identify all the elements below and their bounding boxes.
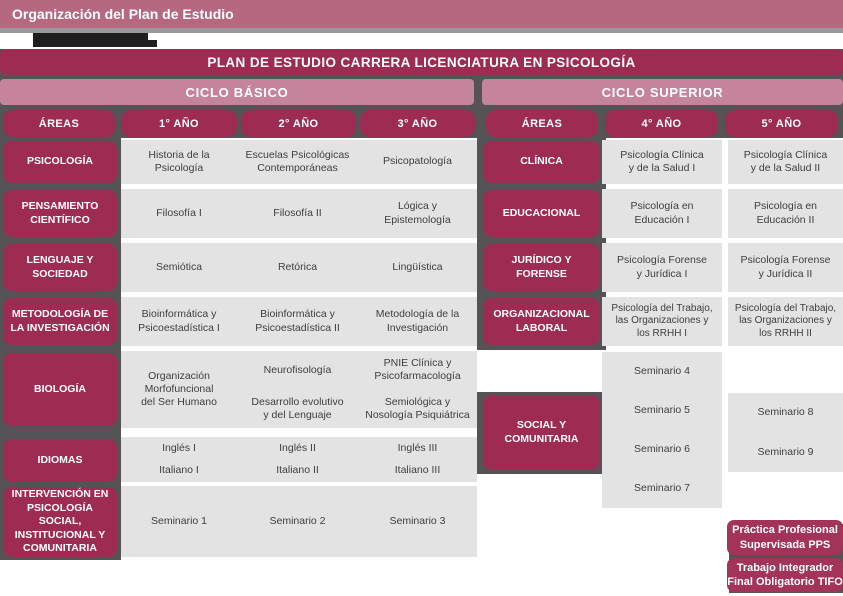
course-cell: Seminario 3 bbox=[389, 514, 446, 527]
course-cell: Psicología del Trabajo, las Organizacion… bbox=[602, 297, 722, 346]
course-cell: Italiano I bbox=[159, 464, 199, 477]
course-cell: Retórica bbox=[277, 260, 318, 273]
course-cell: Semiológica y Nosología Psiquiátrica bbox=[365, 395, 470, 421]
course-cell-stack: Inglés I Italiano I bbox=[121, 437, 237, 482]
pps-box: Práctica Profesional Supervisada PPS bbox=[727, 520, 843, 555]
main-title: PLAN DE ESTUDIO CARRERA LICENCIATURA EN … bbox=[207, 54, 636, 70]
course-cell: Escuelas Psicológicas Contemporáneas bbox=[245, 148, 350, 174]
tifo-box: Trabajo Integrador Final Obligatorio TIF… bbox=[727, 558, 843, 592]
area-box-educacional: EDUCACIONAL bbox=[483, 190, 600, 237]
course-cell: Organización Morfofuncional del Ser Huma… bbox=[141, 369, 217, 409]
courses-row-idiomas: Inglés I Italiano I Inglés II Italiano I… bbox=[121, 437, 477, 482]
area-box-lenguaje-sociedad: LENGUAJE Y SOCIEDAD bbox=[3, 244, 117, 291]
courses-row-seminarios-basico: Seminario 1 Seminario 2 Seminario 3 bbox=[121, 486, 477, 557]
area-box-intervencion: INTERVENCIÓN EN PSICOLOGÍA SOCIAL, INSTI… bbox=[3, 487, 117, 557]
pill-year-3: 3° AÑO bbox=[360, 110, 475, 137]
course-cell: Seminario 1 bbox=[150, 514, 208, 527]
divider-strip bbox=[0, 28, 843, 33]
course-cell: Psicopatología bbox=[383, 155, 452, 168]
course-cell: Historia de la Psicología bbox=[148, 148, 210, 174]
course-cell: Seminario 4 bbox=[633, 364, 691, 377]
course-cell: Filosofía II bbox=[273, 206, 322, 219]
courses-row-lenguaje: Semiótica Retórica Lingüística bbox=[121, 243, 477, 292]
course-cell: Psicología Forense y Jurídica II bbox=[728, 243, 843, 292]
course-cell: Psicología del Trabajo, las Organizacion… bbox=[728, 297, 843, 346]
course-cell-stack: Inglés III Italiano III bbox=[358, 437, 477, 482]
course-cell: Seminario 9 bbox=[757, 445, 814, 458]
course-cell: Seminario 8 bbox=[757, 406, 814, 419]
area-box-organizacional-laboral: ORGANIZACIONAL LABORAL bbox=[483, 298, 600, 345]
course-cell: Inglés II bbox=[279, 441, 316, 454]
course-cell: Lógica y Epistemología bbox=[384, 200, 451, 226]
courses-row-pensamiento: Filosofía I Filosofía II Lógica y Episte… bbox=[121, 189, 477, 238]
course-cell: Metodología de la Investigación bbox=[375, 308, 460, 334]
courses-row-biologia: Organización Morfofuncional del Ser Huma… bbox=[121, 351, 477, 428]
course-cell: PNIE Clínica y Psicofarmacología bbox=[374, 357, 461, 383]
top-bar-title: Organización del Plan de Estudio bbox=[12, 6, 234, 22]
course-cell: Filosofía I bbox=[156, 206, 202, 219]
seminars-column-4: Seminario 4 Seminario 5 Seminario 6 Semi… bbox=[602, 352, 722, 508]
main-title-bar: PLAN DE ESTUDIO CARRERA LICENCIATURA EN … bbox=[0, 49, 843, 75]
course-cell: Psicología Forense y Jurídica I bbox=[602, 243, 722, 292]
pill-year-4: 4° AÑO bbox=[605, 110, 718, 137]
area-box-idiomas: IDIOMAS bbox=[3, 439, 117, 482]
courses-row-metodologia: Bioinformática y Psicoestadística I Bioi… bbox=[121, 297, 477, 346]
area-box-psicologia: PSICOLOGÍA bbox=[3, 141, 117, 183]
course-cell: Seminario 5 bbox=[633, 403, 691, 416]
course-cell: Psicología en Educación II bbox=[728, 189, 843, 238]
course-cell: Psicología Clínica y de la Salud II bbox=[728, 140, 843, 184]
pill-areas-superior: ÁREAS bbox=[486, 110, 598, 137]
redaction-box-tail bbox=[148, 40, 157, 47]
course-cell-stack: Neurofisología Desarrollo evolutivo y de… bbox=[237, 351, 358, 428]
course-cell: Italiano II bbox=[276, 464, 319, 477]
cycle-superior-bar: CICLO SUPERIOR bbox=[482, 79, 843, 105]
course-cell-stack: Inglés II Italiano II bbox=[237, 437, 358, 482]
course-cell: Bioinformática y Psicoestadística I bbox=[138, 308, 220, 334]
area-box-clinica: CLÍNICA bbox=[483, 141, 600, 183]
pill-year-5: 5° AÑO bbox=[725, 110, 838, 137]
area-box-social-comunitaria: SOCIAL Y COMUNITARIA bbox=[483, 395, 600, 470]
course-cell: Seminario 7 bbox=[633, 481, 691, 494]
top-bar: Organización del Plan de Estudio bbox=[0, 0, 843, 28]
area-box-juridico-forense: JURÍDICO Y FORENSE bbox=[483, 244, 600, 291]
course-cell: Seminario 6 bbox=[633, 442, 691, 455]
course-cell: Psicología Clínica y de la Salud I bbox=[602, 140, 722, 184]
course-cell: Inglés III bbox=[397, 441, 438, 454]
pill-year-1: 1° AÑO bbox=[121, 110, 237, 137]
course-cell: Semiótica bbox=[155, 260, 203, 273]
redaction-box bbox=[33, 33, 148, 47]
course-cell: Bioinformática y Psicoestadística II bbox=[255, 308, 340, 334]
course-cell: Italiano III bbox=[394, 464, 441, 477]
area-box-biologia: BIOLOGÍA bbox=[3, 353, 117, 426]
pill-areas-basic: ÁREAS bbox=[3, 110, 115, 137]
course-cell: Neurofisología bbox=[263, 363, 332, 376]
courses-row-psicologia: Historia de la Psicología Escuelas Psico… bbox=[121, 140, 477, 184]
course-cell: Psicología en Educación I bbox=[602, 189, 722, 238]
course-cell: Seminario 2 bbox=[269, 514, 326, 527]
area-box-metodologia: METODOLOGÍA DE LA INVESTIGACIÓN bbox=[3, 298, 117, 345]
course-cell-stack: PNIE Clínica y Psicofarmacología Semioló… bbox=[358, 351, 477, 428]
cycle-basic-bar: CICLO BÁSICO bbox=[0, 79, 474, 105]
seminars-column-5: Seminario 8 Seminario 9 bbox=[728, 393, 843, 472]
cycle-basic-label: CICLO BÁSICO bbox=[185, 84, 289, 100]
course-cell: Lingüística bbox=[392, 260, 443, 273]
cycle-superior-label: CICLO SUPERIOR bbox=[601, 84, 724, 100]
course-cell: Desarrollo evolutivo y del Lenguaje bbox=[251, 395, 344, 421]
course-cell: Inglés I bbox=[162, 441, 196, 454]
area-box-pensamiento-cientifico: PENSAMIENTO CIENTÍFICO bbox=[3, 190, 117, 237]
pill-year-2: 2° AÑO bbox=[241, 110, 356, 137]
